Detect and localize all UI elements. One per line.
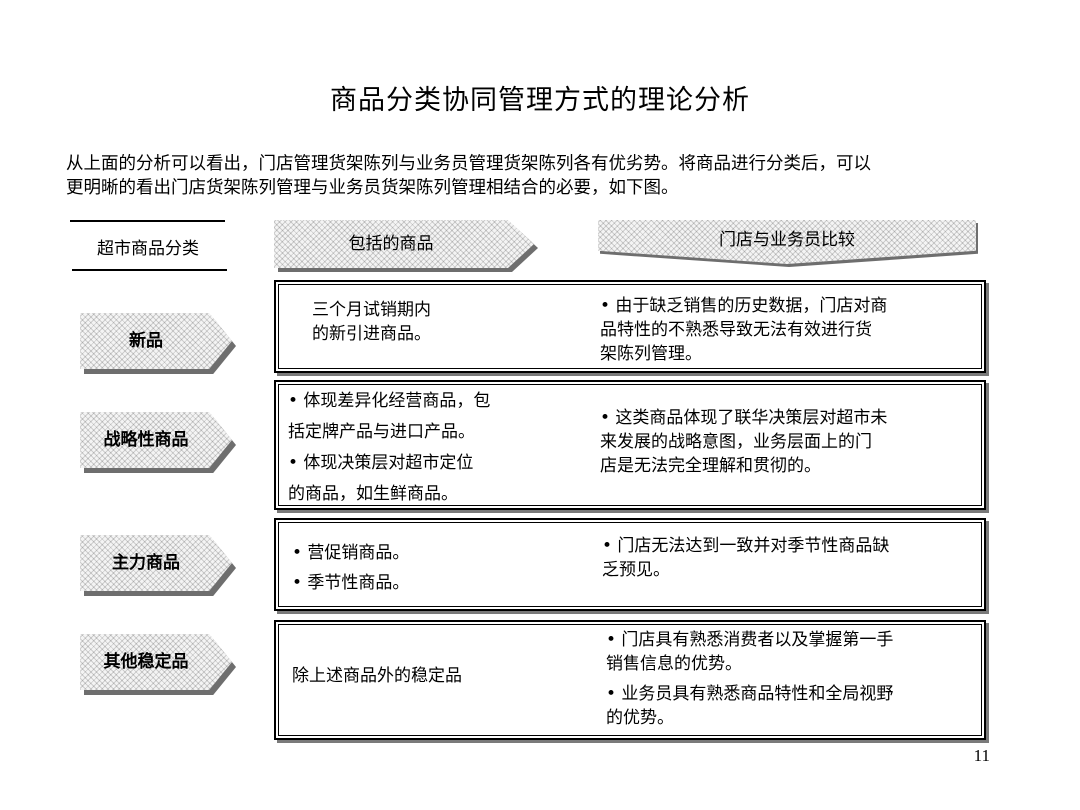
included-cell: 三个月试销期内 的新引进商品。 <box>312 298 572 346</box>
comparison-cell: • 这类商品体现了联华决策层对超市未 来发展的战略意图，业务层面上的门 店是无法… <box>600 406 980 478</box>
included-cell: 除上述商品外的稳定品 <box>292 664 552 688</box>
cell-line: • 业务员具有熟悉商品特性和全局视野 <box>606 684 894 704</box>
row-label-text: 战略性商品 <box>103 430 189 450</box>
cell-line: • 门店无法达到一致并对季节性商品缺 <box>602 536 890 556</box>
page-number: 11 <box>973 746 990 765</box>
comparison-cell: • 门店无法达到一致并对季节性商品缺 乏预见。 <box>602 534 982 582</box>
cell-line: 品特性的不熟悉导致无法有效进行货 <box>600 320 872 340</box>
included-cell: • 体现差异化经营商品，包 括定牌产品与进口产品。 • 体现决策层对超市定位 的… <box>288 386 568 510</box>
comparison-cell: • 由于缺乏销售的历史数据，门店对商 品特性的不熟悉导致无法有效进行货 架陈列管… <box>600 294 980 366</box>
cell-line: 来发展的战略意图，业务层面上的门 <box>600 432 872 452</box>
header-comparison: 门店与业务员比较 <box>598 220 980 270</box>
row-box-stable: 除上述商品外的稳定品 • 门店具有熟悉消费者以及掌握第一手 销售信息的优势。 •… <box>274 620 986 740</box>
row-box-new: 三个月试销期内 的新引进商品。 • 由于缺乏销售的历史数据，门店对商 品特性的不… <box>274 280 986 373</box>
row-box-core: • 营促销商品。 • 季节性商品。 • 门店无法达到一致并对季节性商品缺 乏预见… <box>274 518 986 611</box>
cell-line: • 这类商品体现了联华决策层对超市未 <box>600 408 888 428</box>
intro-line: 从上面的分析可以看出，门店管理货架陈列与业务员管理货架陈列各有优劣势。将商品进行… <box>66 154 871 174</box>
cell-line: • 门店具有熟悉消费者以及掌握第一手 <box>606 630 894 650</box>
included-cell: • 营促销商品。 • 季节性商品。 <box>292 538 552 598</box>
cell-line: 三个月试销期内 <box>312 300 431 320</box>
cell-line: 括定牌产品与进口产品。 <box>288 422 475 442</box>
cell-line: • 由于缺乏销售的历史数据，门店对商 <box>600 296 888 316</box>
cell-line: 店是无法完全理解和贯彻的。 <box>600 456 821 476</box>
cell-line: • 营促销商品。 <box>292 543 410 563</box>
cell-line: • 体现差异化经营商品，包 <box>288 391 491 411</box>
header-category-label: 超市商品分类 <box>97 239 199 259</box>
cell-line: 架陈列管理。 <box>600 344 702 364</box>
header-included-label: 包括的商品 <box>348 234 434 254</box>
row-label-core: 主力商品 <box>80 535 238 597</box>
cell-line: 的商品，如生鲜商品。 <box>288 484 458 504</box>
row-label-text: 新品 <box>129 331 163 351</box>
comparison-cell: • 门店具有熟悉消费者以及掌握第一手 销售信息的优势。 • 业务员具有熟悉商品特… <box>606 628 982 730</box>
cell-line: 销售信息的优势。 <box>606 654 742 674</box>
cell-line: 的优势。 <box>606 708 674 728</box>
intro-paragraph: 从上面的分析可以看出，门店管理货架陈列与业务员管理货架陈列各有优劣势。将商品进行… <box>66 152 1046 200</box>
header-rule <box>72 269 227 271</box>
row-label-text: 其他稳定品 <box>103 652 189 672</box>
row-label-new: 新品 <box>80 313 238 375</box>
row-label-strategic: 战略性商品 <box>80 412 238 474</box>
row-label-text: 主力商品 <box>112 553 180 573</box>
header-category: 超市商品分类 <box>70 220 227 272</box>
cell-line: 的新引进商品。 <box>312 324 431 344</box>
header-rule <box>70 220 225 222</box>
row-label-stable: 其他稳定品 <box>80 634 238 696</box>
header-comparison-label: 门店与业务员比较 <box>719 230 855 250</box>
row-box-strategic: • 体现差异化经营商品，包 括定牌产品与进口产品。 • 体现决策层对超市定位 的… <box>274 380 986 510</box>
header-included: 包括的商品 <box>274 220 540 274</box>
cell-line: • 体现决策层对超市定位 <box>288 453 474 473</box>
cell-line: 乏预见。 <box>602 560 670 580</box>
cell-line: 除上述商品外的稳定品 <box>292 666 462 686</box>
cell-line: • 季节性商品。 <box>292 573 410 593</box>
page-title: 商品分类协同管理方式的理论分析 <box>330 85 750 116</box>
intro-line: 更明晰的看出门店货架陈列管理与业务员货架陈列管理相结合的必要，如下图。 <box>66 178 679 198</box>
